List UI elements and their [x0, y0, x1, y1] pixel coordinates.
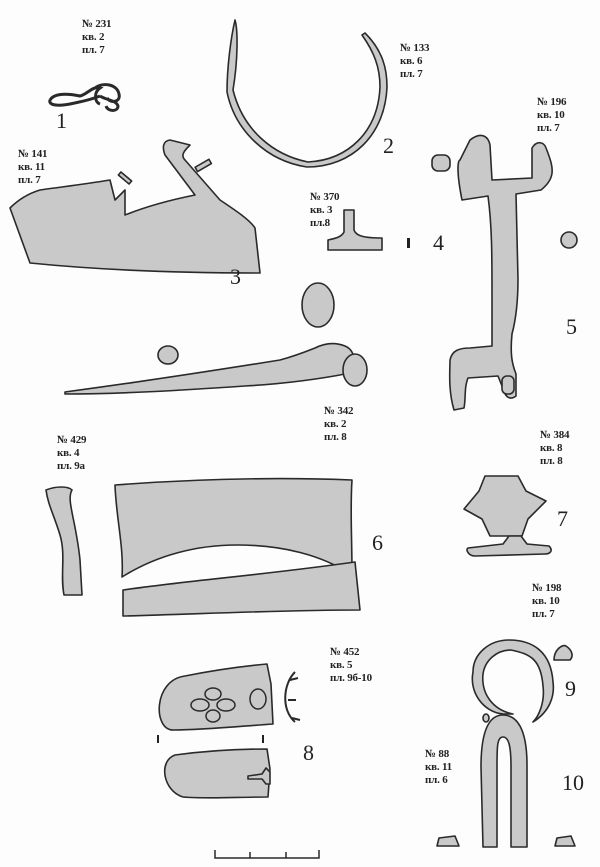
layer: пл. 7 [400, 68, 423, 80]
square: кв. 4 [57, 447, 80, 459]
figure-number-3: 3 [230, 264, 241, 289]
figure-number-5: 5 [566, 314, 577, 339]
layer: пл. 6 [425, 774, 448, 786]
find-number: № 198 [532, 582, 562, 594]
layer: пл. 8 [324, 431, 347, 443]
artifact-5-key [431, 134, 578, 411]
square: кв. 2 [82, 31, 105, 43]
square: кв. 6 [400, 55, 423, 67]
figure-number-9: 9 [565, 676, 576, 701]
artifact-8-buckle-plate [157, 663, 301, 799]
find-number: № 452 [330, 646, 360, 658]
layer: пл. 9а [57, 460, 85, 472]
square: кв. 2 [324, 418, 347, 430]
figure-number-10: 10 [562, 770, 584, 795]
artifact-3-fragment [9, 139, 261, 274]
find-number: № 342 [324, 405, 354, 417]
layer: пл. 7 [537, 122, 560, 134]
artifact-1-hook [48, 83, 121, 112]
layer: пл. 7 [532, 608, 555, 620]
find-number: № 370 [310, 191, 340, 203]
figure-number-8: 8 [303, 740, 314, 765]
find-number: № 231 [82, 18, 112, 30]
square: кв. 10 [532, 595, 560, 607]
figure-number-2: 2 [383, 133, 394, 158]
figure-number-7: 7 [557, 506, 568, 531]
artifact-6-fragment [45, 477, 361, 617]
square: кв. 11 [18, 161, 45, 173]
figure-number-4: 4 [433, 230, 444, 255]
artifact-pin [64, 282, 368, 395]
find-number: № 384 [540, 429, 570, 441]
layer: пл. 9б-10 [330, 672, 372, 684]
artifact-10-loop [436, 714, 576, 848]
find-number: № 133 [400, 42, 430, 54]
square: кв. 10 [537, 109, 565, 121]
layer: пл. 7 [82, 44, 105, 56]
find-number: № 196 [537, 96, 567, 108]
layer: пл. 7 [18, 174, 41, 186]
artifact-7-cross [463, 475, 552, 557]
figure-number-6: 6 [372, 530, 383, 555]
find-number: № 88 [425, 748, 450, 760]
layer: пл.8 [310, 217, 330, 229]
artifact-2-ring [226, 19, 388, 168]
find-number: № 429 [57, 434, 87, 446]
artifact-9-ring [471, 639, 573, 723]
find-number: № 141 [18, 148, 48, 160]
square: кв. 5 [330, 659, 353, 671]
square: кв. 8 [540, 442, 563, 454]
artifact-4-t-piece [327, 209, 410, 251]
scale-bar [214, 850, 320, 859]
square: кв. 3 [310, 204, 333, 216]
square: кв. 11 [425, 761, 452, 773]
layer: пл. 8 [540, 455, 563, 467]
figure-number-1: 1 [56, 108, 67, 133]
